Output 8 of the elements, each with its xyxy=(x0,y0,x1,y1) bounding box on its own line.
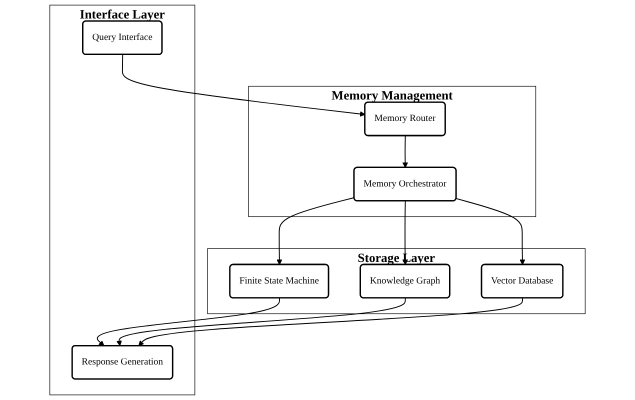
arrow xyxy=(276,197,355,265)
arrow xyxy=(138,298,523,346)
arrow xyxy=(96,298,280,346)
arrow xyxy=(116,298,406,346)
arrow xyxy=(122,54,366,117)
arrow xyxy=(402,135,408,168)
arrow xyxy=(402,200,408,265)
arrow xyxy=(456,198,526,265)
